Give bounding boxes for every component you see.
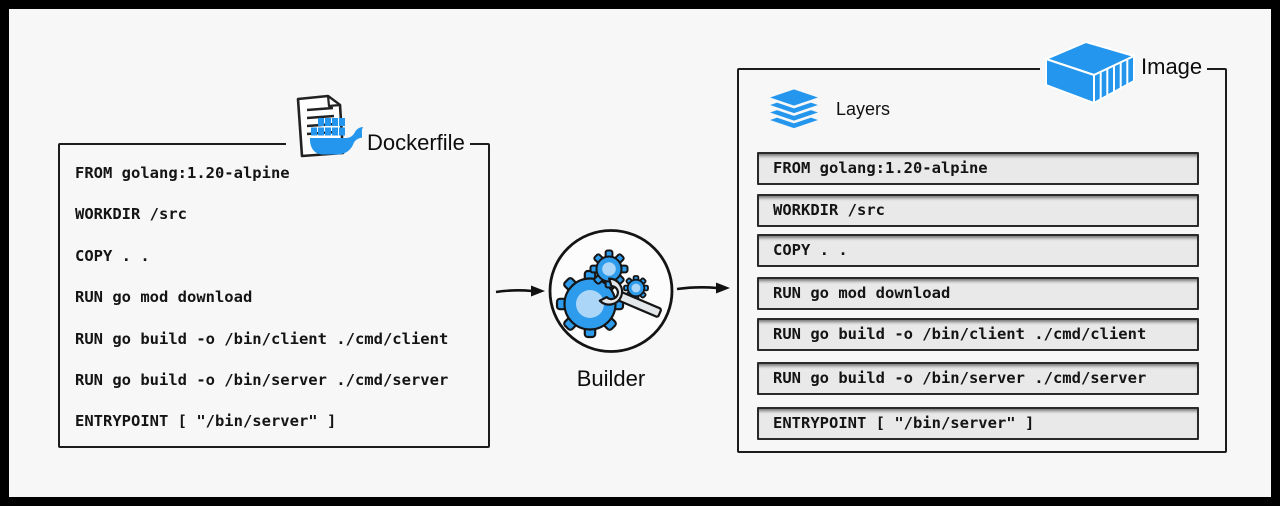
document-whale-icon [296, 94, 363, 158]
layer-row: RUN go build -o /bin/server ./cmd/server [757, 362, 1199, 395]
dockerfile-line: WORKDIR /src [75, 205, 187, 224]
dockerfile-icon [286, 90, 366, 170]
container-3d-icon [1045, 41, 1135, 104]
dockerfile-code: FROM golang:1.20-alpine WORKDIR /src COP… [60, 145, 488, 443]
container-icon [1040, 35, 1140, 111]
layers-icon [765, 88, 823, 131]
gear-large-icon [555, 269, 625, 339]
layer-row: ENTRYPOINT [ "/bin/server" ] [757, 407, 1199, 440]
builder-label: Builder [576, 366, 646, 391]
layer-row: WORKDIR /src [757, 194, 1199, 227]
dockerfile-line: ENTRYPOINT [ "/bin/server" ] [75, 412, 337, 431]
layer-row: COPY . . [757, 234, 1199, 267]
dockerfile-line: RUN go build -o /bin/server ./cmd/server [75, 371, 449, 390]
layer-row: RUN go build -o /bin/client ./cmd/client [757, 318, 1199, 351]
gear-medium-icon [589, 249, 629, 289]
diagram-canvas: FROM golang:1.20-alpine WORKDIR /src COP… [9, 9, 1271, 497]
gear-small-icon [623, 275, 649, 301]
arrow-builder-to-image [676, 282, 730, 294]
dockerfile-box: FROM golang:1.20-alpine WORKDIR /src COP… [58, 143, 490, 448]
dockerfile-line: COPY . . [75, 246, 150, 265]
image-box: Layers FROM golang:1.20-alpine WORKDIR /… [737, 68, 1227, 453]
layers-label: Layers [836, 99, 891, 119]
layer-row: FROM golang:1.20-alpine [757, 152, 1199, 185]
dockerfile-line: FROM golang:1.20-alpine [75, 164, 290, 182]
image-box-title: Image [1136, 53, 1208, 81]
arrow-dockerfile-to-builder [495, 285, 545, 297]
wrench-icon [598, 277, 662, 318]
dockerfile-box-title: Dockerfile [362, 129, 470, 157]
dockerfile-line: RUN go mod download [75, 288, 253, 307]
builder-icon [548, 229, 674, 353]
dockerfile-line: RUN go build -o /bin/client ./cmd/client [75, 329, 449, 348]
docker-whale-icon [309, 118, 363, 155]
layer-row: RUN go mod download [757, 277, 1199, 310]
